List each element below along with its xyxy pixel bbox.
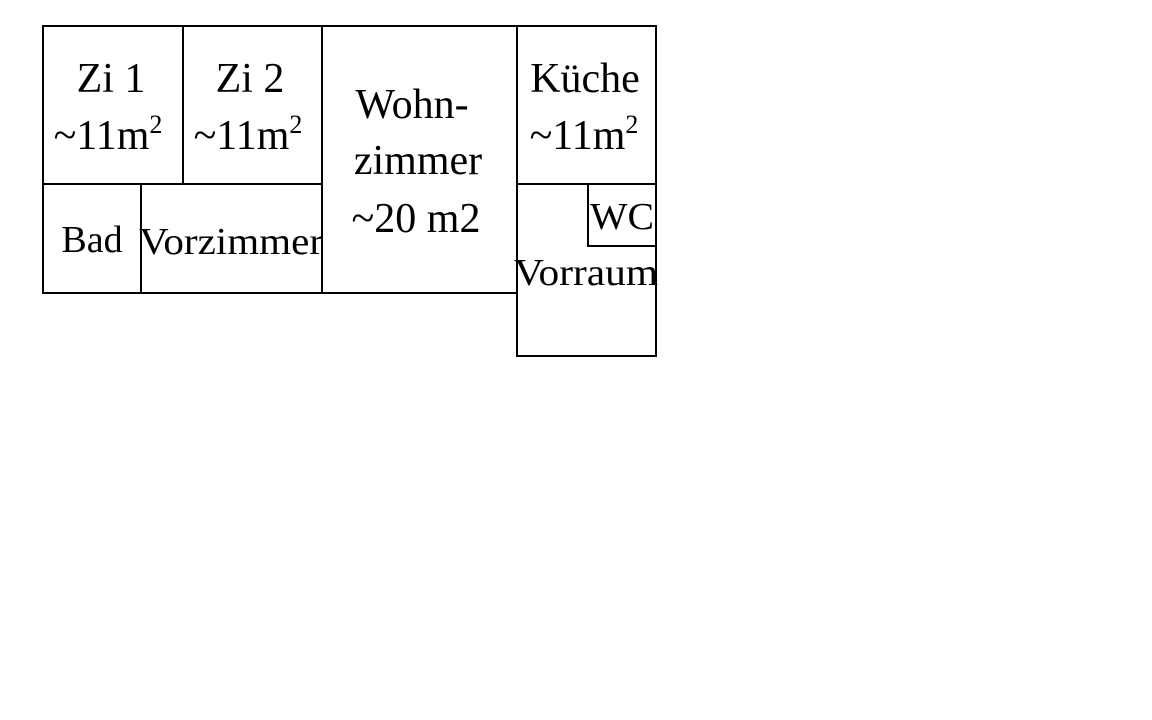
kueche-name: Küche (530, 56, 640, 102)
zi2-name: Zi 2 (216, 56, 285, 102)
bad-name: Bad (61, 219, 122, 261)
room-zi2 (182, 25, 323, 185)
room-kueche (516, 25, 657, 185)
zi2-area: ~11m2 (194, 110, 303, 159)
room-bad (42, 183, 142, 294)
wohnzimmer-area: ~20 m2 (352, 196, 481, 242)
room-vorzimmer (140, 183, 323, 294)
wohnzimmer-name-line1: Wohn- (355, 82, 468, 128)
room-zi1 (42, 25, 184, 185)
room-wc (587, 183, 657, 247)
kueche-area: ~11m2 (530, 110, 639, 159)
zi1-name: Zi 1 (77, 56, 146, 102)
vorraum-name: Vorraum (514, 252, 658, 294)
wc-name: WC (590, 196, 654, 238)
wohnzimmer-name-line2: zimmer (354, 138, 482, 184)
vorzimmer-name: Vorzimmer (139, 221, 323, 263)
zi1-area: ~11m2 (54, 110, 163, 159)
room-wohnzimmer (321, 25, 518, 294)
